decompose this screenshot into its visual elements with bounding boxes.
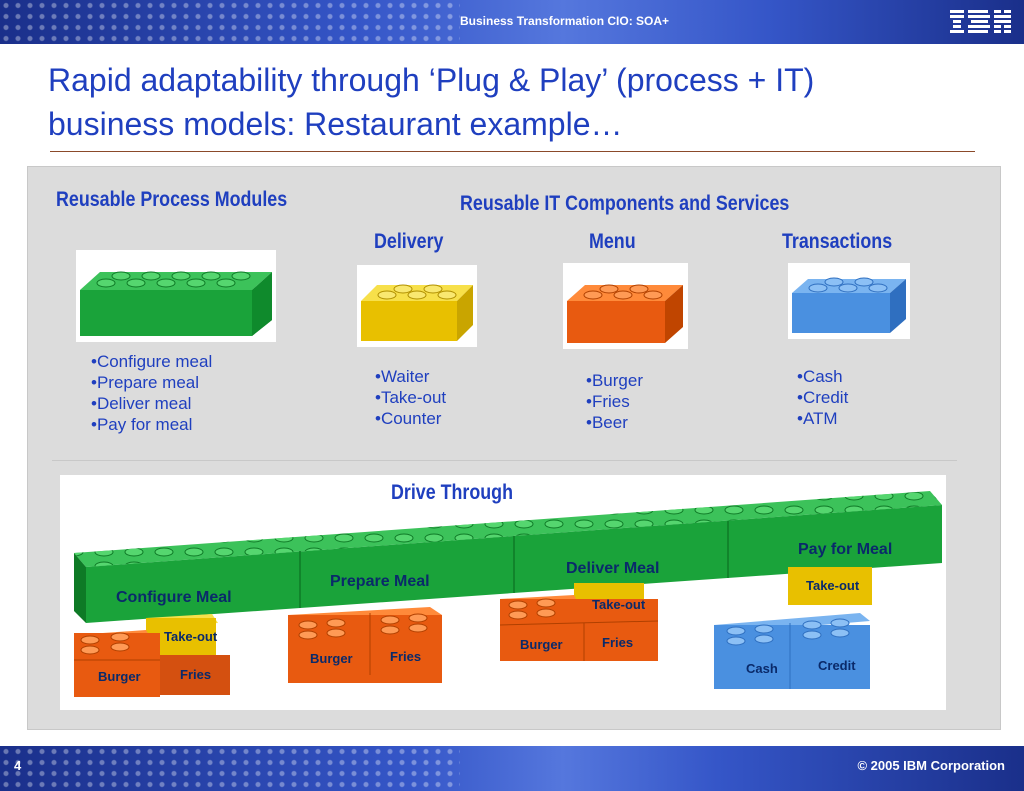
pay-group [714, 567, 872, 689]
transactions-list: •Cash •Credit •ATM [797, 366, 848, 429]
module-label: Configure Meal [116, 589, 232, 606]
delivery-list: •Waiter •Take-out •Counter [375, 366, 446, 429]
orange-menu-brick [563, 263, 688, 349]
component-label: Take-out [164, 629, 218, 644]
green-bar-side [74, 553, 86, 623]
component-label: Cash [746, 661, 778, 676]
green-brick-icon [80, 271, 272, 336]
component-label: Fries [390, 649, 421, 664]
orange-brick [160, 655, 230, 695]
title-divider [50, 151, 975, 152]
process-modules-list: •Configure meal •Prepare meal •Deliver m… [91, 351, 212, 435]
list-item: •Take-out [375, 388, 447, 407]
list-item: •Cash [797, 367, 843, 386]
component-label: Credit [818, 658, 856, 673]
yellow-brick [788, 567, 872, 605]
list-item: •Deliver meal [91, 394, 192, 413]
it-components-heading: Reusable IT Components and Services [460, 192, 790, 215]
list-item: •Prepare meal [91, 373, 200, 392]
yellow-delivery-brick [357, 265, 477, 347]
list-item: •Beer [586, 413, 628, 432]
slide-title: Rapid adaptability through ‘Plug & Play’… [48, 58, 988, 146]
list-item: •Credit [797, 388, 849, 407]
section-divider [52, 460, 957, 461]
prepare-group [288, 607, 442, 683]
component-label: Take-out [806, 578, 860, 593]
configure-group [74, 614, 230, 697]
ibm-logo [950, 10, 1011, 33]
blue-brick-icon [792, 277, 906, 333]
menu-heading: Menu [589, 230, 636, 253]
green-process-brick [76, 250, 276, 342]
orange-brick-icon [567, 284, 683, 343]
delivery-heading: Delivery [374, 230, 444, 253]
deliver-group [499, 583, 659, 661]
list-item: •Waiter [375, 367, 430, 386]
bottom-banner: 4 © 2005 IBM Corporation [0, 746, 1024, 791]
transactions-heading: Transactions [782, 230, 893, 253]
component-label: Take-out [592, 597, 646, 612]
menu-list: •Burger •Fries •Beer [586, 370, 643, 433]
header-title: Business Transformation CIO: SOA+ [460, 14, 670, 28]
process-modules-heading: Reusable Process Modules [56, 188, 288, 211]
list-item: •ATM [797, 409, 838, 428]
drive-through-heading: Drive Through [391, 481, 513, 504]
green-bar-studs [74, 491, 942, 567]
list-item: •Counter [375, 409, 442, 428]
module-label: Deliver Meal [566, 560, 659, 577]
drive-through-bricks: Configure Meal Prepare Meal Deliver Meal… [74, 491, 942, 697]
page-number: 4 [14, 758, 22, 773]
blue-transactions-brick [788, 263, 910, 339]
slide-title-line2: business models: Restaurant example… [48, 106, 623, 142]
module-label: Pay for Meal [798, 541, 892, 558]
list-item: •Pay for meal [91, 415, 193, 434]
drive-through-diagram: Drive Through [60, 475, 946, 710]
component-label: Burger [98, 669, 141, 684]
component-label: Fries [602, 635, 633, 650]
component-label: Burger [310, 651, 353, 666]
banner-pattern [0, 746, 460, 791]
copyright: © 2005 IBM Corporation [857, 758, 1005, 773]
list-item: •Burger [586, 371, 643, 390]
list-item: •Fries [586, 392, 630, 411]
slide-title-line1: Rapid adaptability through ‘Plug & Play’… [48, 62, 815, 98]
yellow-brick-icon [361, 284, 473, 341]
component-label: Fries [180, 667, 211, 682]
list-item: •Configure meal [91, 352, 213, 371]
module-label: Prepare Meal [330, 573, 430, 590]
banner-pattern [0, 0, 460, 44]
top-banner: Business Transformation CIO: SOA+ [0, 0, 1024, 44]
orange-brick [500, 599, 658, 661]
component-label: Burger [520, 637, 563, 652]
